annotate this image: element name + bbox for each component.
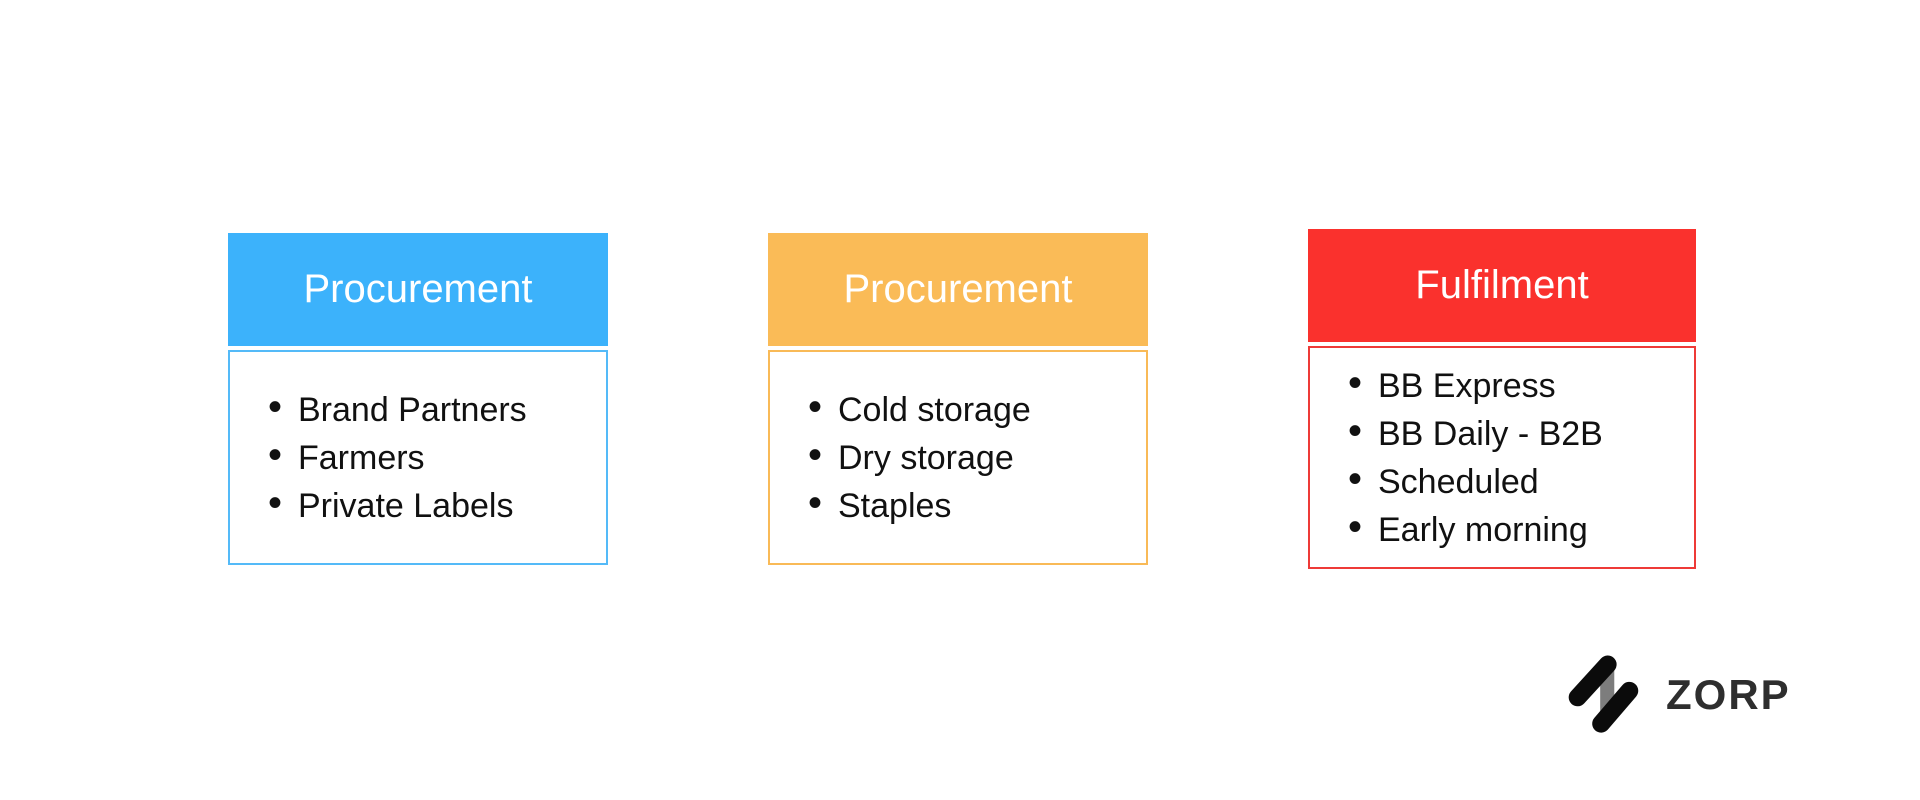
card-title: Procurement <box>303 267 533 311</box>
card-3-fulfilment: Fulfilment BB ExpressBB Daily - B2BSchedu… <box>1308 229 1696 569</box>
card-body: Brand PartnersFarmersPrivate Labels <box>228 350 608 565</box>
card-item-list: Cold storageDry storageStaples <box>808 383 1146 530</box>
list-item: Dry storage <box>808 431 1146 482</box>
list-item: BB Express <box>1348 359 1694 410</box>
card-item-list: BB ExpressBB Daily - B2BScheduledEarly m… <box>1348 359 1694 554</box>
card-1-procurement: ProcurementBrand PartnersFarmersPrivate … <box>228 233 608 565</box>
card-2-procurement: ProcurementCold storageDry storageStaple… <box>768 233 1148 565</box>
zorp-logo-icon <box>1568 655 1639 733</box>
card-header: Procurement <box>768 233 1148 346</box>
list-item: Farmers <box>268 431 606 482</box>
list-item: Staples <box>808 479 1146 530</box>
card-body: Cold storageDry storageStaples <box>768 350 1148 565</box>
card-title: Fulfilment <box>1415 263 1589 307</box>
list-item: Early morning <box>1348 503 1694 554</box>
list-item: BB Daily - B2B <box>1348 407 1694 458</box>
list-item: Scheduled <box>1348 455 1694 506</box>
list-item: Brand Partners <box>268 383 606 434</box>
zorp-logo-text: ZORP <box>1666 671 1791 718</box>
list-item: Cold storage <box>808 383 1146 434</box>
card-header: Fulfilment <box>1308 229 1696 342</box>
card-title: Procurement <box>843 267 1073 311</box>
zorp-logo: ZORP <box>1556 650 1791 740</box>
card-body: BB ExpressBB Daily - B2BScheduledEarly m… <box>1308 346 1696 569</box>
card-item-list: Brand PartnersFarmersPrivate Labels <box>268 383 606 530</box>
cards-row: ProcurementBrand PartnersFarmersPrivate … <box>228 229 1696 569</box>
card-header: Procurement <box>228 233 608 346</box>
list-item: Private Labels <box>268 479 606 530</box>
